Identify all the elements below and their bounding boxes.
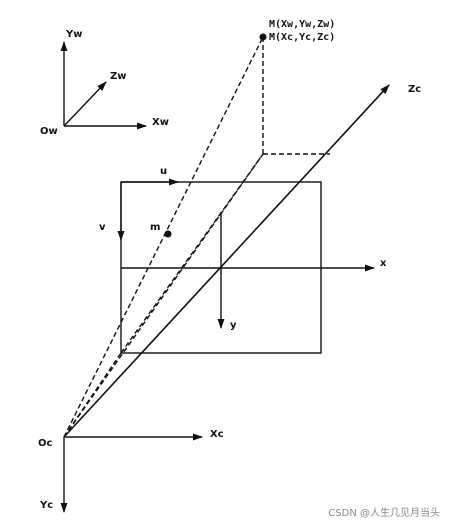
world-z-axis — [63, 81, 107, 127]
camera-origin-label: Oc — [38, 438, 53, 449]
world-axes: Yw Zw Xw Ow — [40, 29, 169, 137]
projection-lines — [63, 36, 330, 438]
camera-axes: Xc Yc Oc — [38, 429, 224, 513]
camera-z-label: Zc — [408, 84, 421, 95]
point-M — [259, 33, 267, 41]
point-m-label: m — [150, 222, 160, 233]
point-m — [164, 230, 172, 238]
world-z-label: Zw — [110, 71, 127, 82]
back-diagonal — [120, 153, 264, 354]
v-label: v — [99, 222, 106, 233]
u-label: u — [160, 166, 167, 177]
ray-oc-to-m — [63, 36, 264, 438]
watermark: CSDN @人生几见月当头 — [328, 506, 440, 519]
point-M-world-label: M(Xw,Yw,Zw) — [269, 19, 335, 30]
ray-plane-corner — [63, 352, 122, 438]
camera-x-label: Xc — [210, 429, 224, 440]
world-x-label: Xw — [152, 117, 169, 128]
world-y-label: Yw — [65, 29, 82, 40]
camera-z-axis — [63, 84, 390, 438]
camera-y-label: Yc — [39, 500, 53, 511]
image-x-label: x — [380, 258, 387, 269]
image-y-label: y — [230, 320, 237, 331]
world-origin-label: Ow — [40, 126, 58, 137]
point-M-camera-label: M(Xc,Yc,Zc) — [269, 32, 335, 43]
